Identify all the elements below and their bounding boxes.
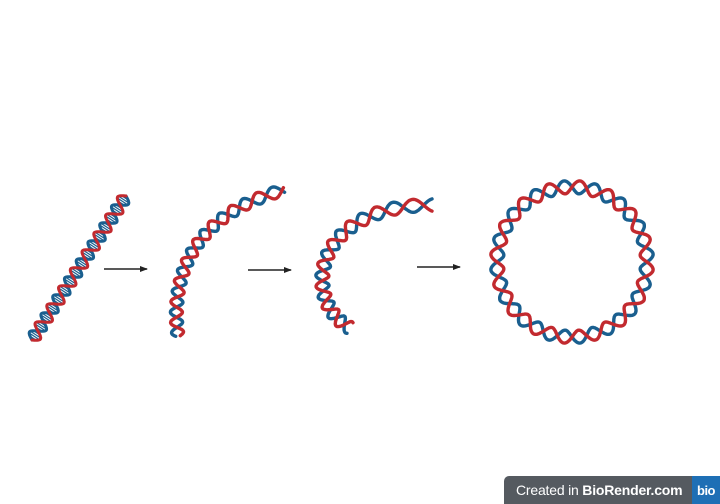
curling-dna-helix — [314, 197, 434, 335]
base-pair-rung — [112, 204, 124, 213]
base-pair-rung — [99, 224, 111, 233]
base-pair-rung — [53, 294, 65, 303]
base-pair-rung — [65, 276, 77, 285]
base-pair-rung — [71, 267, 83, 276]
base-pair-rung — [46, 305, 58, 314]
base-pair-rung — [77, 258, 89, 267]
dna-strand-red — [314, 197, 434, 329]
base-pair-rung — [58, 287, 70, 296]
base-pair-rung — [111, 206, 123, 215]
circular-dna-plasmid — [489, 179, 655, 345]
base-pair-rung — [41, 312, 53, 321]
base-pair-rung — [118, 195, 130, 204]
biorender-attribution-badge[interactable]: Created in BioRender.com bio — [504, 476, 720, 504]
dna-strand-red — [168, 186, 286, 338]
attribution-text: Created in BioRender.com — [504, 482, 683, 498]
dna-strand-red — [30, 194, 128, 342]
linear-dna-helix — [27, 194, 131, 342]
base-pair-rung — [116, 197, 128, 206]
dna-strand-blue — [314, 197, 434, 335]
base-pair-rung — [100, 222, 112, 231]
base-pair-rung — [82, 249, 94, 258]
bending-dna-helix — [168, 185, 287, 338]
base-pair-rung — [69, 269, 81, 278]
base-pair-rung — [87, 242, 99, 251]
base-pair-rung — [75, 260, 87, 269]
attribution-prefix: Created in — [516, 482, 583, 498]
attribution-brand: BioRender.com — [582, 482, 683, 498]
base-pair-rung — [105, 215, 117, 224]
base-pair-rung — [30, 330, 42, 339]
base-pair-rung — [40, 314, 52, 323]
base-pair-rung — [35, 321, 47, 330]
dna-strand-red — [489, 179, 655, 345]
base-pair-rung — [88, 240, 100, 249]
dna-strand-blue — [489, 179, 655, 345]
base-pair-rung — [59, 285, 71, 294]
base-pair-rung — [34, 323, 46, 332]
base-pair-rung — [47, 303, 59, 312]
base-pair-rung — [64, 278, 76, 287]
base-pair-rung — [28, 332, 40, 341]
base-pair-rung — [52, 296, 64, 305]
base-pair-rung — [93, 233, 105, 242]
base-pair-rung — [106, 213, 118, 222]
base-pair-rung — [81, 251, 93, 260]
biorender-logo-icon: bio — [692, 476, 720, 504]
base-pair-rung — [94, 231, 106, 240]
